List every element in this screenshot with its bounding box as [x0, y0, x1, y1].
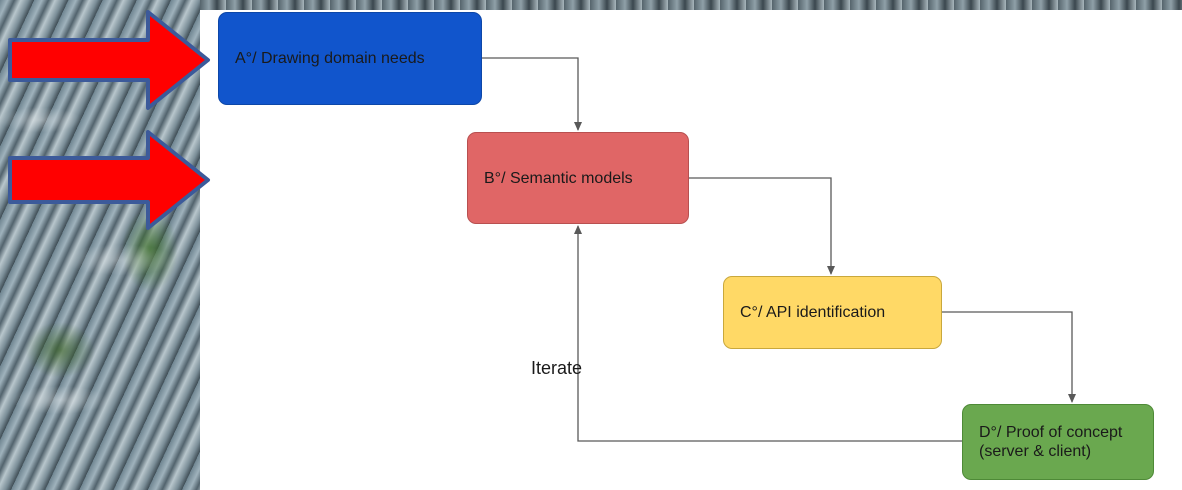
node-label: B°/ Semantic models — [484, 169, 633, 187]
node-label: C°/ API identification — [740, 304, 886, 321]
pointer-arrow-icon — [8, 10, 210, 110]
connector-d-to-b-iterate — [574, 225, 962, 442]
node-proof-of-concept: D°/ Proof of concept (server & client) — [962, 404, 1154, 480]
node-label: A°/ Drawing domain needs — [235, 50, 425, 67]
node-label: D°/ Proof of concept (server & client) — [979, 424, 1123, 460]
connector-b-to-c — [689, 177, 835, 275]
node-api-identification: C°/ API identification — [723, 276, 942, 349]
node-semantic-models: B°/ Semantic models — [467, 132, 689, 224]
pointer-arrow-icon — [8, 130, 210, 230]
connector-a-to-b — [482, 57, 582, 131]
rock-top-strip — [200, 0, 1182, 10]
node-drawing-domain-needs: A°/ Drawing domain needs — [218, 12, 482, 105]
connector-c-to-d — [942, 311, 1076, 403]
iterate-label: Iterate — [531, 358, 583, 378]
